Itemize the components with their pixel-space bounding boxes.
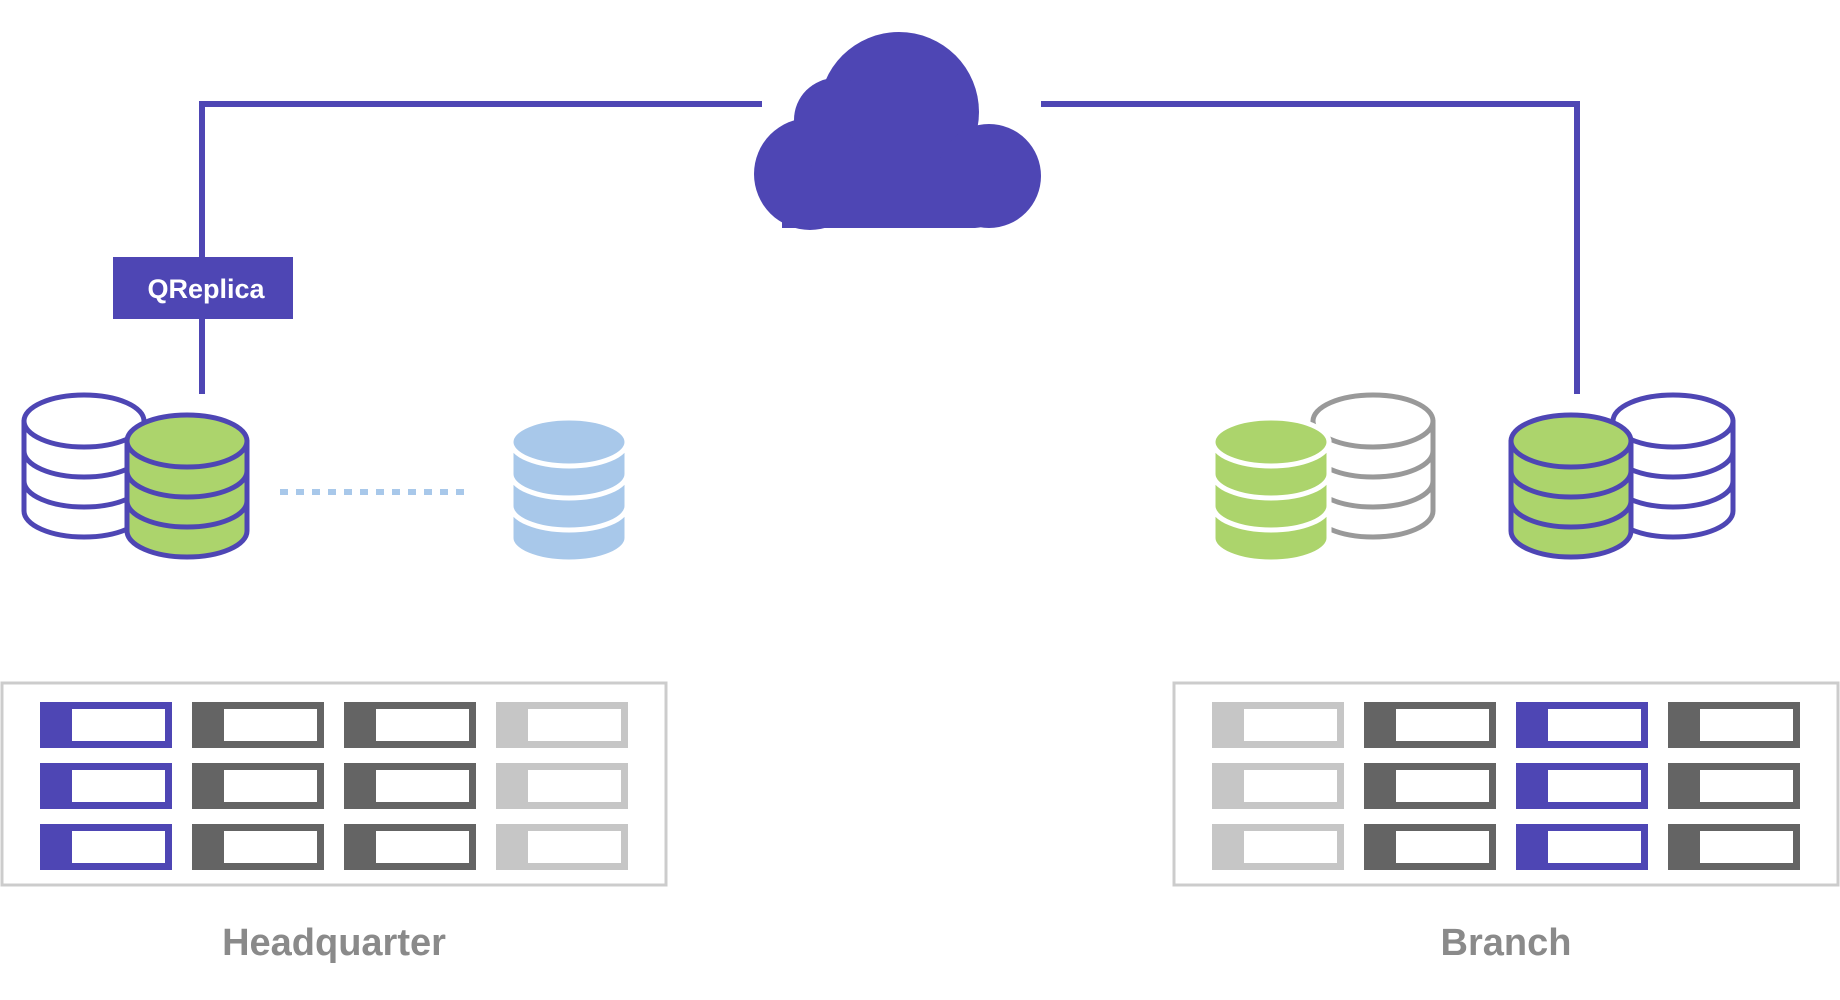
hq-cloud-link	[199, 101, 762, 394]
qreplica-tag: QReplica	[113, 257, 293, 319]
database-icon	[1210, 415, 1332, 565]
storage-racks	[0, 681, 1840, 887]
drive-bay	[1516, 824, 1648, 870]
drive-bay	[1668, 824, 1800, 870]
drive-bay	[40, 702, 172, 748]
storage-array-icon	[0, 681, 668, 887]
drive-bay	[1364, 763, 1496, 809]
database-stacks	[21, 392, 1736, 565]
drive-bay	[344, 702, 476, 748]
drive-bay	[1668, 702, 1800, 748]
drive-bay	[40, 824, 172, 870]
database-icon	[1508, 412, 1634, 560]
drive-bay	[1212, 824, 1344, 870]
drive-bay	[1364, 824, 1496, 870]
site-label-branch: Branch	[1441, 922, 1572, 964]
drive-bay	[192, 763, 324, 809]
drive-bay	[344, 763, 476, 809]
database-icon	[124, 412, 250, 560]
storage-array-icon	[1172, 681, 1840, 887]
database-icon	[508, 415, 630, 565]
drive-bay	[496, 824, 628, 870]
branch-cloud-link	[1041, 101, 1580, 394]
drive-bay	[496, 702, 628, 748]
drive-bay	[1364, 702, 1496, 748]
cloud-icon	[754, 32, 1041, 230]
database-icon	[1310, 392, 1436, 540]
drive-bay	[496, 763, 628, 809]
drive-bay	[1516, 763, 1648, 809]
drive-bay	[1212, 763, 1344, 809]
drive-bay	[192, 824, 324, 870]
drive-bay	[1212, 702, 1344, 748]
drive-bay	[1668, 763, 1800, 809]
qreplica-label: QReplica	[147, 274, 265, 304]
drive-bay	[192, 702, 324, 748]
site-label-headquarter: Headquarter	[222, 922, 446, 964]
drive-bay	[1516, 702, 1648, 748]
drive-bay	[40, 763, 172, 809]
drive-bay	[344, 824, 476, 870]
